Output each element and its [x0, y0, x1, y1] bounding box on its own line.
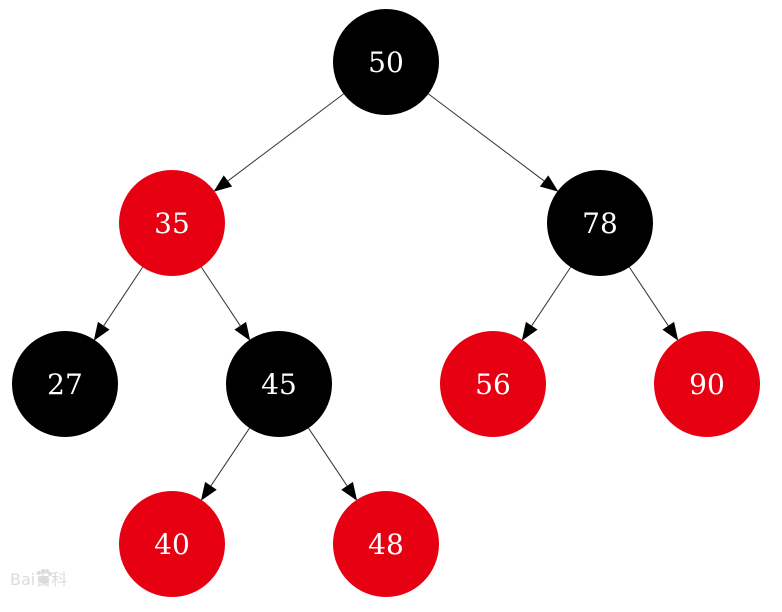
tree-node-78: 78	[547, 170, 653, 276]
baidu-baike-watermark: Bai百科	[10, 569, 67, 589]
arrow-head-icon	[213, 175, 233, 192]
arrow-head-icon	[93, 321, 110, 341]
tree-node-35: 35	[119, 170, 225, 276]
arrow-head-icon	[521, 321, 538, 341]
arrow-head-icon	[341, 481, 358, 501]
black-node-circle	[547, 170, 653, 276]
edge-35-27	[93, 266, 144, 341]
nodes-layer: 50 35 78 27 45 56 90 40 48	[12, 9, 760, 597]
arrow-head-icon	[539, 175, 559, 192]
edge-35-45	[200, 266, 251, 341]
tree-node-48: 48	[333, 491, 439, 597]
node-value-label: 78	[582, 207, 618, 240]
watermark-label: Bai百科	[10, 570, 67, 589]
black-node-circle	[226, 331, 332, 437]
node-value-label: 90	[689, 368, 725, 401]
red-node-circle	[333, 491, 439, 597]
arrow-head-icon	[662, 321, 679, 341]
arrow-head-icon	[234, 321, 251, 341]
edges-layer	[93, 93, 679, 501]
arrow-head-icon	[200, 481, 217, 501]
edge-line	[227, 93, 344, 182]
edge-line	[531, 266, 572, 326]
tree-node-40: 40	[119, 491, 225, 597]
edge-line	[308, 427, 348, 487]
node-value-label: 48	[368, 528, 404, 561]
red-node-circle	[440, 331, 546, 437]
node-value-label: 45	[261, 368, 297, 401]
black-node-circle	[333, 9, 439, 115]
red-node-circle	[119, 491, 225, 597]
edge-50-35	[213, 93, 344, 192]
tree-node-56: 56	[440, 331, 546, 437]
tree-node-27: 27	[12, 331, 118, 437]
tree-node-50: 50	[333, 9, 439, 115]
node-value-label: 56	[475, 368, 511, 401]
edge-line	[628, 266, 669, 326]
edge-50-78	[428, 93, 559, 192]
black-node-circle	[12, 331, 118, 437]
baidu-paw-icon	[37, 569, 52, 584]
node-value-label: 27	[47, 368, 83, 401]
edge-78-90	[628, 266, 679, 341]
edge-line	[103, 266, 144, 326]
node-value-label: 40	[154, 528, 190, 561]
red-node-circle	[119, 170, 225, 276]
edge-line	[428, 93, 545, 182]
tree-node-45: 45	[226, 331, 332, 437]
edge-45-48	[308, 427, 358, 501]
red-node-circle	[654, 331, 760, 437]
edge-line	[200, 266, 241, 326]
edge-line	[210, 427, 250, 487]
edge-78-56	[521, 266, 572, 341]
tree-node-90: 90	[654, 331, 760, 437]
edge-45-40	[200, 427, 250, 501]
node-value-label: 35	[154, 207, 190, 240]
node-value-label: 50	[368, 46, 404, 79]
